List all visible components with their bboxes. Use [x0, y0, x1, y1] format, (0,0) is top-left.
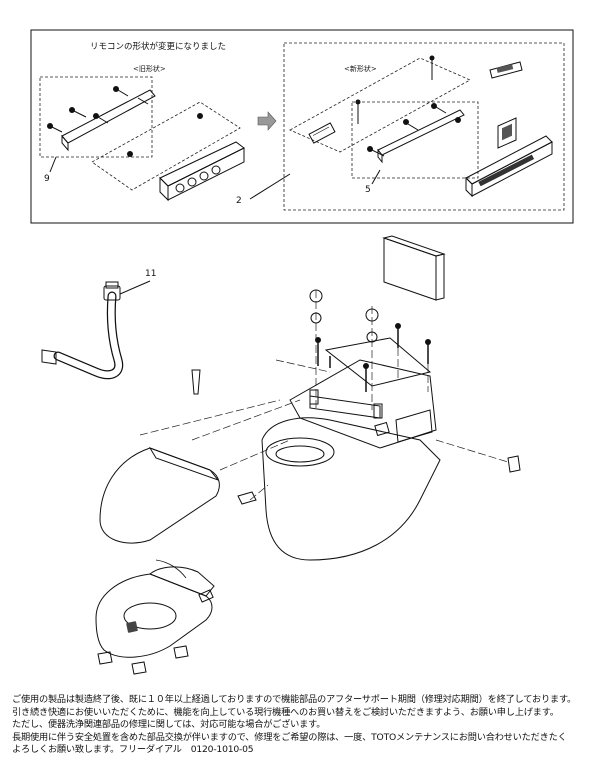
- support-notice: ご使用の製品は製造終了後、既に１０年以上経過しておりますので機能部品のアフターサ…: [12, 694, 592, 757]
- toilet-lid: [99, 447, 220, 544]
- notice-line: ご使用の製品は製造終了後、既に１０年以上経過しておりますので機能部品のアフターサ…: [12, 694, 577, 705]
- old-remote-panel: [91, 101, 245, 202]
- inset-heading: リモコンの形状が変更になりました: [90, 41, 226, 52]
- callout-5: 5: [365, 185, 371, 195]
- screws-and-caps: [191, 289, 521, 505]
- callout-11: 11: [145, 269, 156, 279]
- notice-line: ただし、便器洗浄関連部品の修理に関しては、対応可能な場合がございます。: [12, 719, 326, 731]
- callout-9: 9: [44, 174, 50, 184]
- toilet-bowl-unit: [261, 337, 441, 561]
- assembly-leader-lines: [139, 290, 509, 501]
- new-shape-label: <新形状>: [344, 64, 377, 73]
- notice-line: 長期使用に伴う安全処置を含めた部品交換が伴いますので、修理をご希望の際は、一度、…: [12, 731, 567, 743]
- parts-exploded-diagram: リモコンの形状が変更になりました <旧形状>: [30, 29, 574, 675]
- toilet-seat: [95, 559, 215, 675]
- water-supply-hose: [41, 281, 124, 380]
- change-arrow-icon: [257, 111, 277, 131]
- remote-change-inset: リモコンの形状が変更になりました <旧形状>: [30, 29, 574, 224]
- notice-line: よろしくお願い致します。フリーダイアル 0120-1010-05: [12, 744, 254, 756]
- notice-line: 引き続き快適にお使いいただくために、機能を向上している現行機種へのお買い替えをご…: [12, 706, 559, 718]
- old-bracket-group: [39, 76, 156, 158]
- new-remote-holder: [289, 55, 471, 153]
- old-shape-label: <旧形状>: [133, 64, 166, 73]
- new-remote-panel: [465, 61, 553, 198]
- callout-2: 2: [236, 196, 242, 206]
- new-bracket-group: [351, 101, 479, 179]
- rear-cover: [382, 235, 446, 301]
